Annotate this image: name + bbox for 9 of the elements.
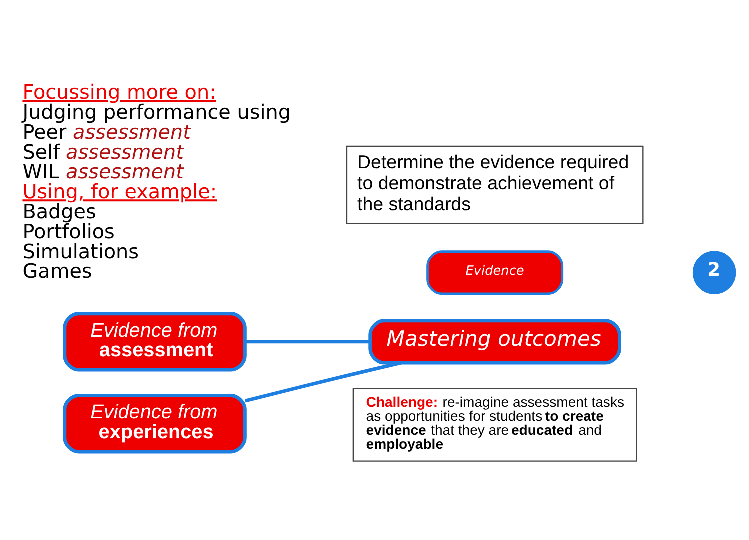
node-box: Evidence from experiences — [63, 394, 247, 454]
node-box: Mastering outcomes — [368, 318, 622, 364]
connector — [245, 340, 370, 344]
connector — [244, 360, 402, 402]
node-box: Determine the evidence required to demonstrate achievement of the standards — [346, 145, 644, 224]
node-box: Evidence — [426, 250, 564, 295]
node-box: Challenge: re-imagine assessment tasks as opportunities for students to create evidence that they are educated and employable — [352, 388, 638, 462]
node-box: Evidence from assessment — [63, 312, 247, 372]
node-circle: 2 — [692, 250, 736, 294]
